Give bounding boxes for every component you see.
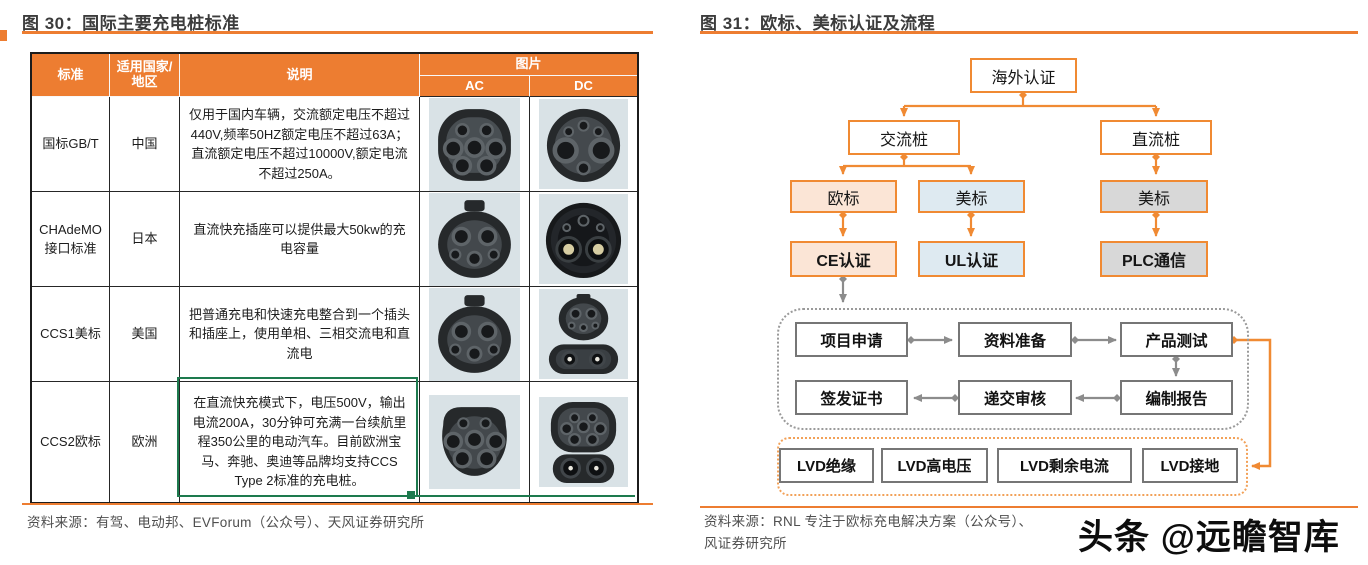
ac-photo-cell bbox=[420, 192, 530, 287]
description-cell: 把普通充电和快速充电整合到一个插头和插座上，使用单相、三相交流电和直流电 bbox=[180, 287, 420, 382]
step-project-application: 项目申请 bbox=[795, 322, 908, 357]
figure31-source-line2: 风证券研究所 bbox=[704, 536, 787, 551]
node-plc-communication: PLC通信 bbox=[1100, 241, 1208, 277]
figure31-source-line1: 资料来源：RNL 专注于欧标充电解决方案（公众号）、 bbox=[704, 514, 1033, 529]
step-material-preparation: 资料准备 bbox=[958, 322, 1072, 357]
region-cell: 欧洲 bbox=[110, 382, 180, 502]
ac-photo-cell bbox=[420, 287, 530, 382]
node-eu-standard: 欧标 bbox=[790, 180, 897, 213]
ac-photo-cell bbox=[420, 97, 530, 192]
toutiao-watermark: 头条 @远瞻智库 bbox=[1078, 518, 1340, 557]
step-certificate-issuance: 签发证书 bbox=[795, 380, 908, 415]
page-edge-mark bbox=[0, 30, 7, 41]
lvd-insulation: LVD绝缘 bbox=[779, 448, 874, 483]
col-header-region: 适用国家/地区 bbox=[110, 54, 180, 97]
figure30-title-rule bbox=[22, 31, 653, 34]
node-dc-pile: 直流桩 bbox=[1100, 120, 1212, 155]
description-cell: 在直流快充模式下，电压500V，输出电流200A，30分钟可充满一台续航里程35… bbox=[180, 382, 420, 502]
figure31-title-rule bbox=[700, 31, 1358, 34]
gbt-dc-connector-photo bbox=[539, 98, 628, 190]
description-cell: 仅用于国内车辆，交流额定电压不超过440V,频率50HZ额定电压不超过63A；直… bbox=[180, 97, 420, 192]
lvd-residual-current: LVD剩余电流 bbox=[997, 448, 1132, 483]
region-cell: 美国 bbox=[110, 287, 180, 382]
j1772-connector-photo bbox=[429, 192, 520, 286]
selection-handle bbox=[407, 491, 415, 499]
figure30-title: 图 30：国际主要充电桩标准 bbox=[22, 14, 240, 33]
ccs1-connector-photo bbox=[539, 288, 628, 380]
col-header-ac: AC bbox=[420, 76, 530, 97]
figure31-bottom-rule bbox=[700, 506, 1358, 508]
dc-photo-cell bbox=[530, 192, 637, 287]
region-cell: 日本 bbox=[110, 192, 180, 287]
node-ac-pile: 交流桩 bbox=[848, 120, 960, 155]
region-cell: 中国 bbox=[110, 97, 180, 192]
dc-photo-cell bbox=[530, 97, 637, 192]
col-header-description: 说明 bbox=[180, 54, 420, 97]
node-us-standard-dc: 美标 bbox=[1100, 180, 1208, 213]
process-group-box bbox=[777, 308, 1249, 430]
table-row: CCS1美标 bbox=[32, 287, 110, 382]
j1772-connector-photo bbox=[429, 287, 520, 381]
figure30-bottom-rule bbox=[22, 503, 653, 505]
step-product-testing: 产品测试 bbox=[1120, 322, 1233, 357]
description-cell: 直流快充插座可以提供最大50kw的充电容量 bbox=[180, 192, 420, 287]
figure31-title: 图 31：欧标、美标认证及流程 bbox=[700, 14, 936, 33]
lvd-grounding: LVD接地 bbox=[1142, 448, 1238, 483]
table-row: CCS2欧标 bbox=[32, 382, 110, 502]
selection-highlight-line bbox=[418, 495, 635, 497]
dc-photo-cell bbox=[530, 382, 637, 502]
node-overseas-certification: 海外认证 bbox=[970, 58, 1077, 93]
col-header-picture: 图片 bbox=[420, 54, 637, 76]
dc-photo-cell bbox=[530, 287, 637, 382]
ac-photo-cell bbox=[420, 382, 530, 502]
lvd-group-box bbox=[777, 437, 1248, 496]
gbt-ac-connector-photo bbox=[429, 97, 520, 191]
ccs2-connector-photo bbox=[539, 396, 628, 488]
step-submit-review: 递交审核 bbox=[958, 380, 1072, 415]
selection-highlight-rect bbox=[177, 377, 418, 497]
col-header-standard: 标准 bbox=[32, 54, 110, 97]
table-row: CHAdeMO接口标准 bbox=[32, 192, 110, 287]
chademo-connector-photo bbox=[539, 193, 628, 285]
lvd-high-voltage: LVD高电压 bbox=[881, 448, 988, 483]
node-us-standard-ac: 美标 bbox=[918, 180, 1025, 213]
table-row: 国标GB/T bbox=[32, 97, 110, 192]
charging-standards-table: 标准 适用国家/地区 说明 图片 AC DC 国标GB/T 中国 仅用于国内车辆… bbox=[30, 52, 639, 504]
node-ce-certification: CE认证 bbox=[790, 241, 897, 277]
type2-connector-photo bbox=[429, 395, 520, 489]
col-header-dc: DC bbox=[530, 76, 637, 97]
step-report-compilation: 编制报告 bbox=[1120, 380, 1233, 415]
node-ul-certification: UL认证 bbox=[918, 241, 1025, 277]
figure30-source: 资料来源：有驾、电动邦、EVForum（公众号）、天风证券研究所 bbox=[27, 515, 425, 530]
